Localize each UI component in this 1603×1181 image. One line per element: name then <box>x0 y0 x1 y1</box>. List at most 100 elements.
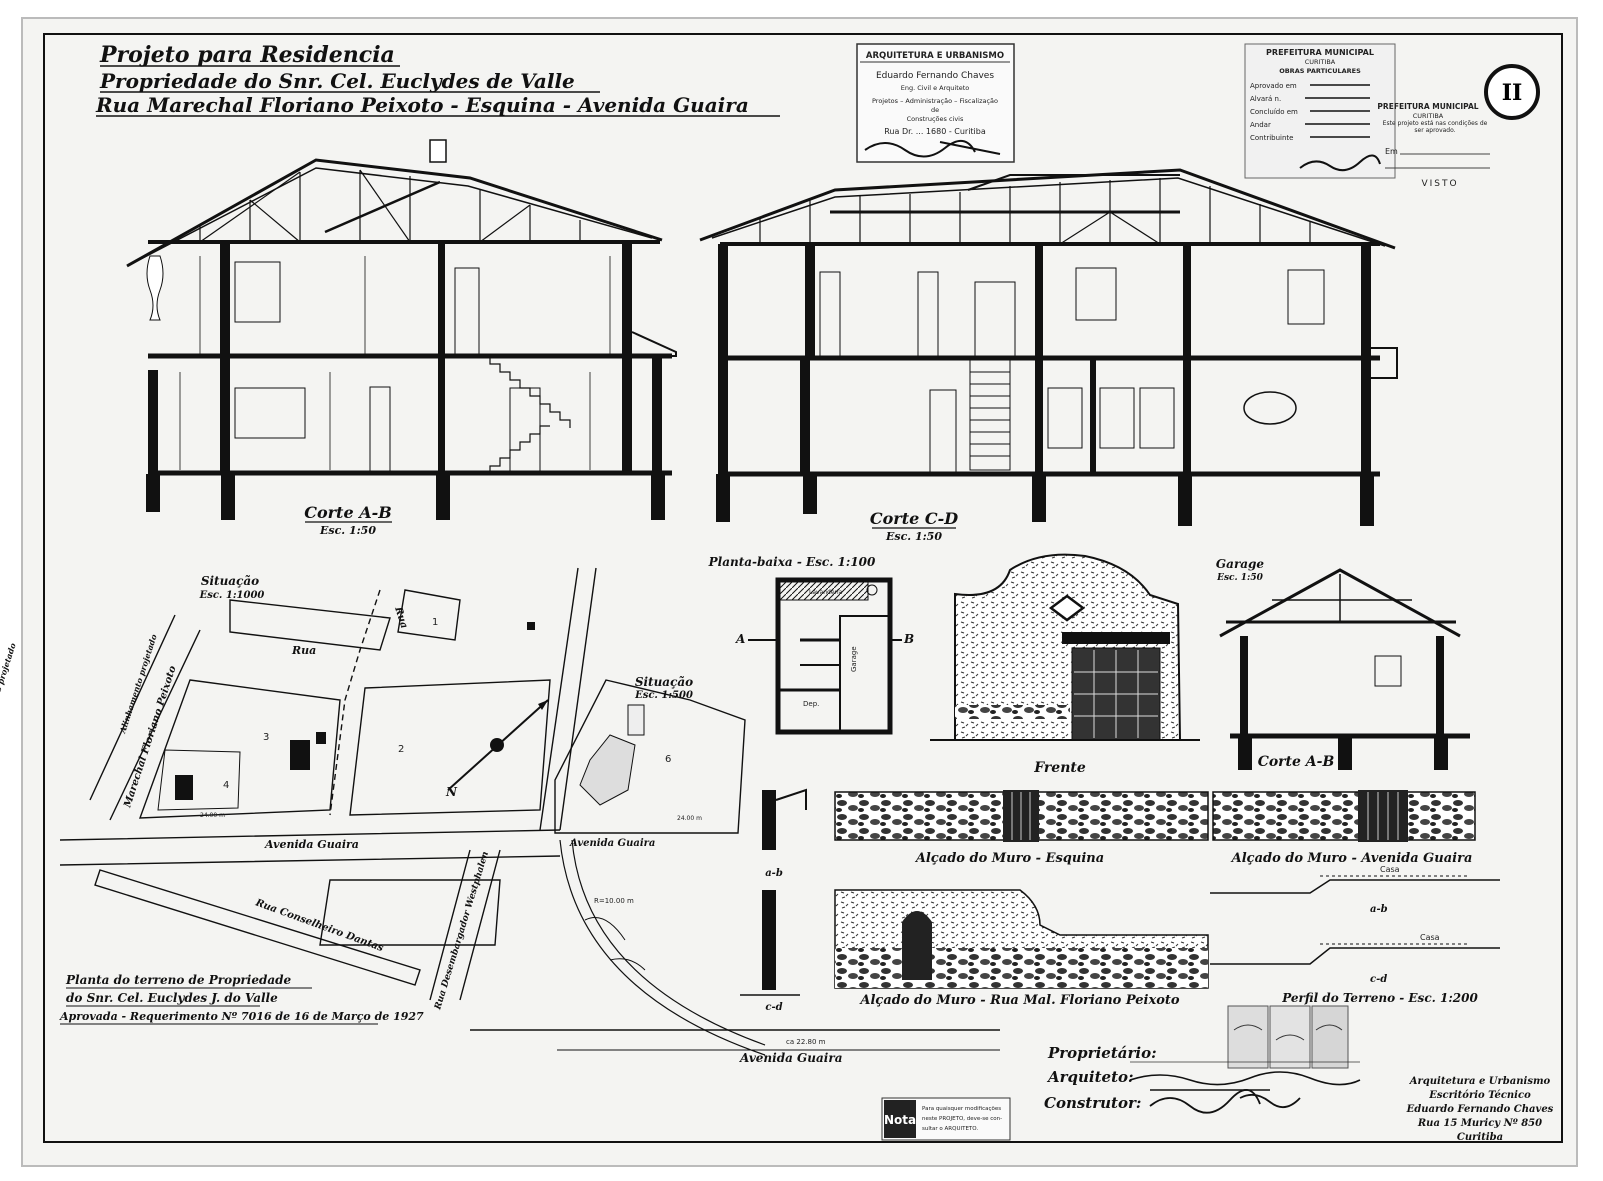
garage-plan-title: Planta-baixa - Esc. 1:100 <box>708 555 876 569</box>
dim-2: 24.00 m <box>677 815 702 822</box>
situation-map-500 <box>470 679 1000 1056</box>
room-dep: Dep. <box>803 700 819 708</box>
office-line-3: Eduardo Fernando Chaves <box>1406 1104 1554 1115</box>
sheet-number: II <box>1502 80 1523 106</box>
section-cd-scale: Esc. 1:50 <box>885 530 942 543</box>
nota-label: Nota <box>884 1113 916 1127</box>
title-line-3: Rua Marechal Floriano Peixoto - Esquina … <box>95 93 749 117</box>
visto-field: Em <box>1385 147 1398 156</box>
section-ab-scale: Esc. 1:50 <box>319 524 376 537</box>
wall-section-details: a-b c-d <box>740 788 807 1013</box>
stamp-services-2: de <box>931 106 939 114</box>
north-label: N <box>445 785 458 799</box>
terrain-title: Perfil do Terreno - Esc. 1:200 <box>1281 991 1478 1005</box>
lot-3: 3 <box>263 732 269 743</box>
garage-front-title: Frente <box>1033 760 1086 776</box>
lot-6: 6 <box>665 754 671 765</box>
lot-2: 2 <box>398 744 404 755</box>
municipal-row-1: Aprovado em <box>1250 82 1297 90</box>
garage-section-scale: Esc. 1:50 <box>1216 573 1264 583</box>
lot-4: 4 <box>223 780 229 791</box>
municipal-signature <box>1299 154 1381 172</box>
office-line-4: Rua 15 Muricy Nº 850 <box>1417 1118 1542 1129</box>
dim-radius: R=10.00 m <box>594 897 634 905</box>
terrain-casa-1: Casa <box>1380 865 1400 874</box>
marker-a: A <box>735 632 745 646</box>
municipal-stamp: PREFEITURA MUNICIPAL CURITIBA OBRAS PART… <box>1244 43 1396 179</box>
visto-header: PREFEITURA MUNICIPAL <box>1377 102 1478 111</box>
municipal-city: CURITIBA <box>1305 58 1336 66</box>
wall-section-cd: c-d <box>765 1002 782 1013</box>
municipal-row-3: Concluído em <box>1250 108 1298 116</box>
stamp-signature <box>864 140 1001 158</box>
architect-label: Arquiteto: <box>1046 1068 1134 1086</box>
lot-1: 1 <box>432 617 438 628</box>
situation-500-scale: Esc. 1:500 <box>634 690 693 701</box>
sheet-number-badge <box>1484 64 1540 120</box>
title-line-1: Projeto para Residencia <box>99 42 395 68</box>
plan-note: Planta do terreno de Propriedade do Snr.… <box>59 973 424 1025</box>
street-guaira-3: Avenida Guaira <box>739 1051 842 1065</box>
plan-note-line-1: Planta do terreno de Propriedade <box>65 973 292 987</box>
municipal-row-5: Contribuinte <box>1250 134 1294 142</box>
situation-1000-title: Situação <box>201 574 259 588</box>
office-line-5: Curitiba <box>1457 1132 1503 1143</box>
title-block: Projeto para Residencia Propriedade do S… <box>95 42 780 117</box>
dim-frontage: ca 22.80 m <box>786 1038 826 1046</box>
terrain-casa-2: Casa <box>1420 933 1440 942</box>
office-line-2: Escritório Técnico <box>1428 1090 1531 1101</box>
stamp-header: ARQUITETURA E URBANISMO <box>866 51 1004 61</box>
room-lavanderia: Lavanderia <box>809 589 843 596</box>
builder-label: Construtor: <box>1044 1094 1141 1112</box>
section-cd-title: Corte C-D <box>870 509 958 528</box>
situation-1000-scale: Esc. 1:1000 <box>199 590 265 601</box>
municipal-row-4: Andar <box>1250 121 1271 129</box>
signature-block: Proprietário: Arquiteto: Construtor: <box>1044 1044 1361 1114</box>
situation-500-title: Situação <box>635 675 693 689</box>
garage-section-title: Corte A-B <box>1258 754 1335 770</box>
garage-front-elevation <box>930 553 1200 741</box>
street-guaira-1: Avenida Guaira <box>264 838 359 851</box>
garage-section-subtitle: Garage <box>1216 557 1265 571</box>
office-line-1: Arquitetura e Urbanismo <box>1409 1076 1551 1087</box>
marker-b: B <box>903 632 914 646</box>
section-ab-title: Corte A-B <box>304 503 392 522</box>
nota-text-3: sultar o ARQUITETO. <box>922 1126 978 1132</box>
wall-guaira-title: Alçado do Muro - Avenida Guaira <box>1230 851 1473 866</box>
terrain-ab-label: a-b <box>1370 904 1388 915</box>
office-block: Arquitetura e Urbanismo Escritório Técni… <box>1406 1076 1554 1143</box>
builder-signature <box>1149 1089 1301 1114</box>
owner-label: Proprietário: <box>1047 1044 1157 1062</box>
dim-1: 24.00 m <box>200 812 225 819</box>
garage-plan: Lavanderia Garage Dep. A B <box>735 577 914 735</box>
visto-city: CURITIBA <box>1413 112 1444 120</box>
wall-floriano-elevation <box>834 889 1209 989</box>
architect-stamp: ARQUITETURA E URBANISMO Eduardo Fernando… <box>856 43 1015 163</box>
stamp-services: Projetos – Administração – Fiscalização <box>872 97 998 105</box>
street-guaira-2: Avenida Guaira <box>569 838 655 849</box>
plan-note-line-2: do Snr. Cel. Euclydes J. do Valle <box>66 991 278 1005</box>
wall-section-ab: a-b <box>765 868 783 879</box>
municipal-dept: OBRAS PARTICULARES <box>1279 67 1361 75</box>
wall-corner-title: Alçado do Muro - Esquina <box>914 851 1104 866</box>
plan-note-line-3: Aprovada - Requerimento Nº 7016 de 16 de… <box>59 1010 424 1023</box>
nota-box: Nota Para quaisquer modificações neste P… <box>881 1097 1011 1141</box>
terrain-cd-label: c-d <box>1370 974 1387 985</box>
nota-text-1: Para quaisquer modificações <box>922 1106 1001 1112</box>
revenue-stamps <box>1227 1005 1349 1069</box>
street-rua-1: Rua <box>291 644 316 657</box>
stamp-address: Rua Dr. ... 1680 - Curitiba <box>884 127 986 136</box>
sheet-border <box>43 33 1563 1143</box>
section-cd-drawing <box>699 168 1398 526</box>
stamp-services-3: Construções civis <box>907 115 964 123</box>
section-ab-drawing <box>126 139 677 520</box>
terrain-profile: Casa a-b Casa c-d <box>1210 865 1500 985</box>
wall-floriano-title: Alçado do Muro - Rua Mal. Floriano Peixo… <box>858 993 1180 1008</box>
room-garage: Garage <box>850 646 858 672</box>
municipal-header: PREFEITURA MUNICIPAL <box>1266 48 1374 57</box>
wall-corner-elevation <box>834 790 1209 842</box>
wall-guaira-elevation <box>1212 790 1476 842</box>
municipal-row-2: Alvará n. <box>1250 95 1281 103</box>
visto-stamp: II PREFEITURA MUNICIPAL CURITIBA Este pr… <box>1377 64 1540 189</box>
